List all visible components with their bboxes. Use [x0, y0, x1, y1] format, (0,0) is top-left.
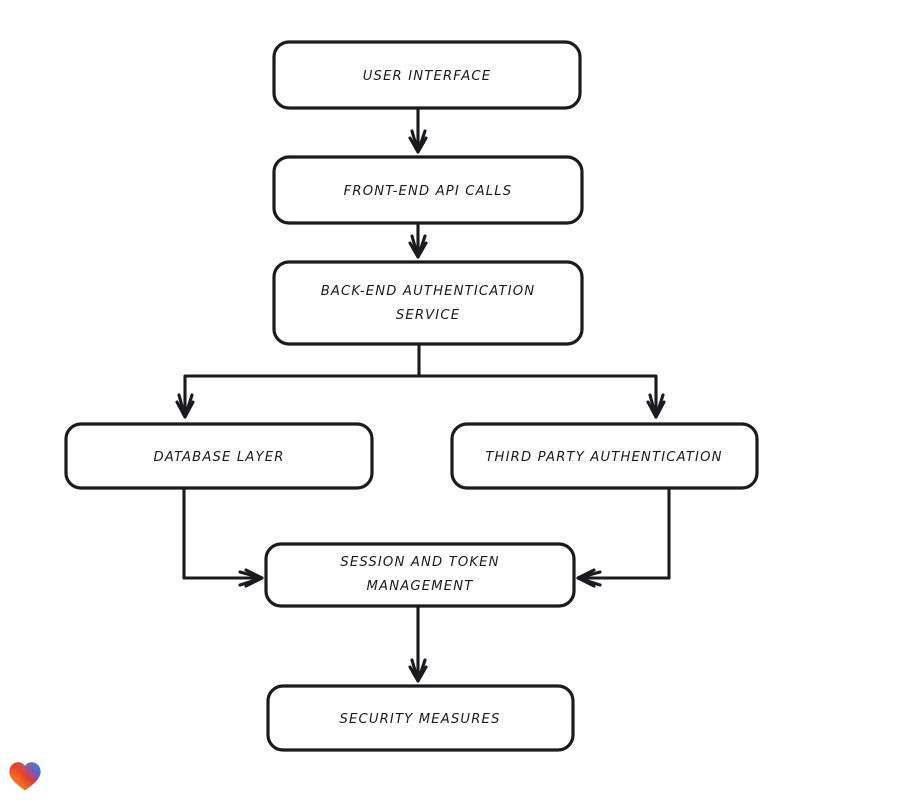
edge-database-layer-to-session-management — [182, 486, 264, 588]
node-security-measures[interactable]: SECURITY MEASURES — [266, 684, 575, 752]
node-user-interface[interactable]: USER INTERFACE — [272, 40, 582, 110]
node-session-and-token-management-label-line2: MANAGEMENT — [367, 579, 474, 594]
node-session-and-token-management[interactable]: SESSION AND TOKEN MANAGEMENT — [264, 542, 576, 608]
node-security-measures-shape[interactable] — [266, 684, 575, 752]
node-user-interface-shape[interactable] — [272, 40, 582, 110]
node-back-end-authentication-service-label-line2: SERVICE — [396, 308, 460, 323]
node-back-end-authentication-service[interactable]: BACK-END AUTHENTICATION SERVICE — [272, 260, 584, 346]
node-front-end-api-calls-shape[interactable] — [272, 155, 584, 225]
edge-front-end-api-calls-to-back-end-authentication-service — [408, 221, 428, 259]
node-database-layer-label: DATABASE LAYER — [153, 450, 284, 465]
node-back-end-authentication-service-label-line1: BACK-END AUTHENTICATION — [321, 284, 536, 299]
node-security-measures-label: SECURITY MEASURES — [339, 712, 500, 727]
edge-session-management-to-security-measures — [408, 604, 428, 683]
node-database-layer-shape[interactable] — [64, 422, 374, 490]
node-third-party-authentication[interactable]: THIRD PARTY AUTHENTICATION — [450, 422, 759, 490]
node-database-layer[interactable]: DATABASE LAYER — [64, 422, 374, 490]
edge-third-party-auth-to-session-management — [576, 486, 671, 588]
node-user-interface-label: USER INTERFACE — [363, 69, 492, 84]
edge-back-end-service-split — [175, 342, 666, 419]
heart-logo-icon — [9, 762, 41, 791]
node-front-end-api-calls-label: FRONT-END API CALLS — [344, 184, 513, 199]
node-front-end-api-calls[interactable]: FRONT-END API CALLS — [272, 155, 584, 225]
node-session-and-token-management-shape[interactable] — [264, 542, 576, 608]
node-back-end-authentication-service-shape[interactable] — [272, 260, 584, 346]
node-session-and-token-management-label-line1: SESSION AND TOKEN — [340, 555, 499, 570]
edge-user-interface-to-front-end-api-calls — [408, 106, 428, 154]
node-third-party-authentication-label: THIRD PARTY AUTHENTICATION — [485, 450, 722, 465]
node-third-party-authentication-shape[interactable] — [450, 422, 759, 490]
